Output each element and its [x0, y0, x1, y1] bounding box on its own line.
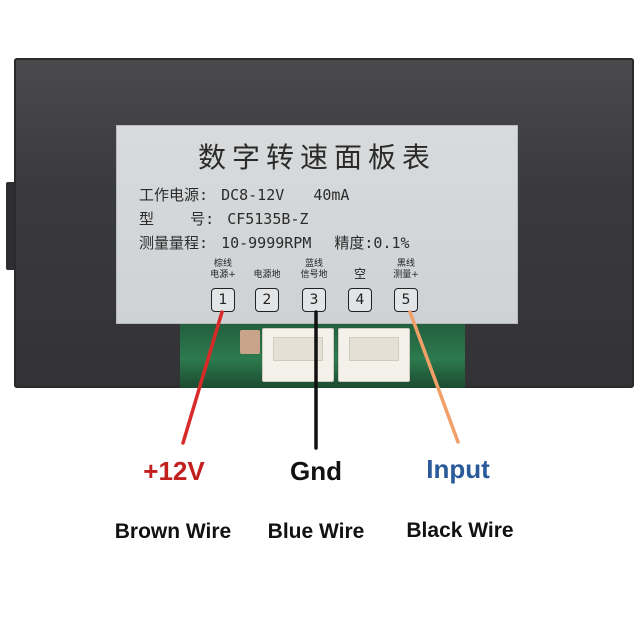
pin-5-terminal: 5: [394, 288, 418, 312]
brown-wire-line: [181, 310, 224, 445]
brown-wire-name: Brown Wire: [114, 520, 232, 543]
black-wire-line: [408, 310, 460, 444]
range-spec: 测量量程: 10-9999RPM 精度:0.1%: [139, 232, 410, 253]
pin-1-terminal: 1: [211, 288, 235, 312]
range-value: 10-9999RPM: [221, 234, 312, 252]
brown-wire-function: +12V: [143, 456, 205, 486]
model-value: CF5135B-Z: [227, 210, 309, 228]
supply-key: 工作电源:: [139, 186, 209, 204]
pin-2-caption: 电源地: [253, 270, 281, 280]
accuracy-spec: 精度:0.1%: [334, 234, 410, 252]
supply-spec: 工作电源: DC8-12V 40mA: [139, 184, 349, 205]
model-spec: 型 号: CF5135B-Z: [139, 208, 308, 229]
black-wire-function: Input: [426, 454, 490, 484]
supply-value: DC8-12V: [221, 186, 285, 204]
model-key: 型 号:: [139, 210, 215, 228]
pin-2-terminal: 2: [255, 288, 279, 312]
pin-3-terminal: 3: [302, 288, 326, 312]
blue-wire-name: Blue Wire: [267, 520, 365, 543]
supply-current: 40mA: [313, 186, 350, 204]
pin-4-terminal: 4: [348, 288, 372, 312]
black-wire-name: Black Wire: [406, 519, 514, 542]
spec-label: 数字转速面板表 工作电源: DC8-12V 40mA 型 号: CF5135B-…: [116, 125, 518, 324]
pin-3-caption: 蓝线信号地: [300, 259, 328, 280]
pin-5-caption: 黑线测量+: [393, 259, 419, 280]
pin-1-caption: 棕线电源+: [210, 259, 236, 280]
range-key: 测量量程:: [139, 234, 209, 252]
pin-4-caption: 空: [353, 267, 366, 281]
wire-connector-right: [338, 328, 410, 382]
label-title: 数字转速面板表: [197, 141, 436, 174]
blue-wire-function: Gnd: [290, 456, 342, 486]
pcb-component: [240, 330, 260, 354]
